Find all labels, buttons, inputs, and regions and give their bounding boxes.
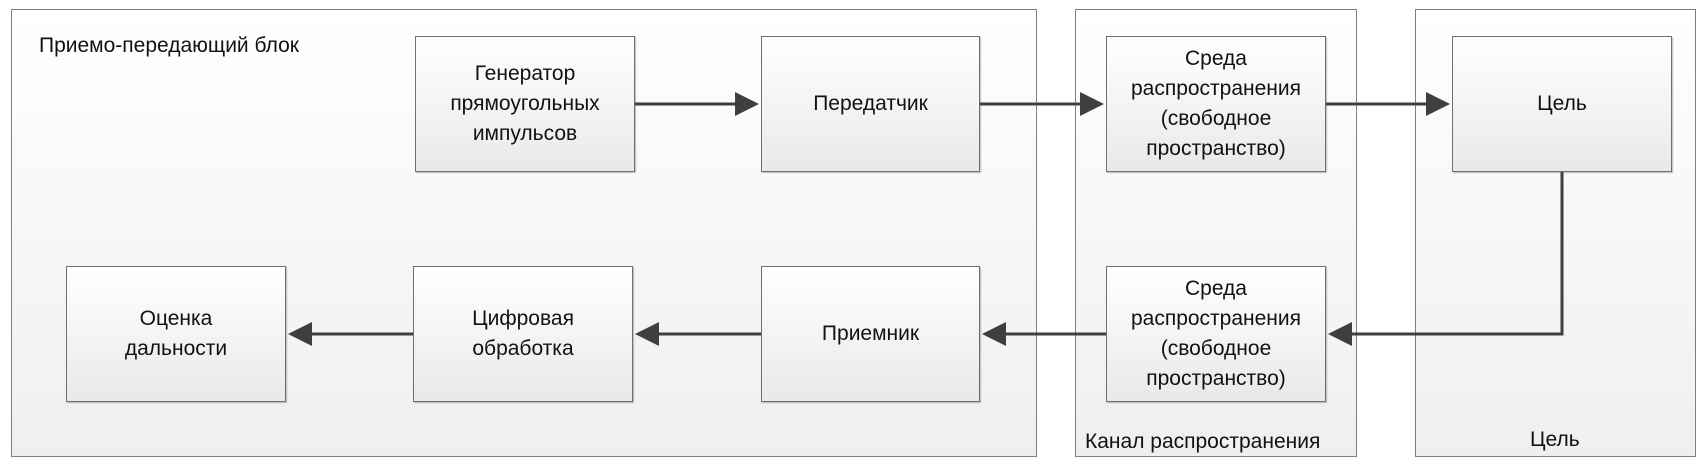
block-medium-forward-line: распространения [1130, 77, 1302, 100]
block-receiver: Приемник [761, 266, 980, 402]
block-range-estimate-line: Оценка [139, 307, 213, 330]
group-channel-label: Канал распространения [1085, 430, 1321, 453]
block-medium-return-line: пространство) [1146, 367, 1286, 390]
block-generator-line: импульсов [472, 122, 578, 145]
block-generator: Генератор прямоугольных импульсов [415, 36, 635, 172]
block-receiver-line: Приемник [821, 322, 920, 345]
block-transmitter-line: Передатчик [813, 92, 928, 115]
block-medium-forward-line: пространство) [1146, 137, 1286, 160]
block-generator-line: прямоугольных [450, 92, 600, 115]
block-medium-return-line: (свободное [1160, 337, 1272, 360]
block-medium-forward: Среда распространения (свободное простра… [1106, 36, 1326, 172]
arrow-target-to-return-medium [1328, 172, 1564, 346]
block-dsp: Цифровая обработка [413, 266, 633, 402]
block-range-estimate-line: дальности [124, 337, 228, 360]
block-transmitter: Передатчик [761, 36, 980, 172]
block-medium-forward-line: (свободное [1160, 107, 1272, 130]
block-range-estimate: Оценка дальности [66, 266, 286, 402]
block-target-line: Цель [1537, 92, 1587, 115]
group-transceiver-label: Приемо-передающий блок [39, 34, 299, 57]
block-medium-forward-line: Среда [1184, 47, 1247, 70]
block-dsp-line: обработка [472, 337, 574, 360]
block-target: Цель [1452, 36, 1672, 172]
block-dsp-line: Цифровая [472, 307, 574, 330]
block-medium-return: Среда распространения (свободное простра… [1106, 266, 1326, 402]
block-medium-return-line: Среда [1184, 277, 1247, 300]
block-generator-line: Генератор [474, 62, 576, 85]
block-medium-return-line: распространения [1130, 307, 1302, 330]
group-target-label: Цель [1530, 428, 1580, 451]
